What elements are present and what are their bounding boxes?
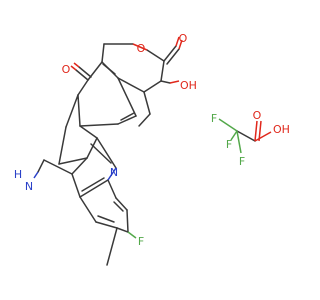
ring-oxygen-label: O [137, 42, 146, 55]
lactam-carbonyl-oxygen-label: O [62, 63, 71, 76]
lactone-carbonyl-oxygen-label: O [179, 32, 188, 45]
trifluoroacetic-acid: O OH F F F [211, 109, 290, 168]
structure-canvas: O O O OH N H N F O OH F F F [14, 32, 290, 266]
tfa-fluorine-left-label: F [226, 138, 232, 151]
main-molecule-bonds [37, 43, 180, 266]
hetero-bonds [33, 36, 183, 239]
tfa-fluorine-bottom-label: F [239, 155, 245, 168]
tfa-hydroxyl-label: OH [273, 123, 290, 136]
ring-fluorine-label: F [138, 235, 144, 248]
amine-nitrogen-label: N [25, 180, 33, 193]
quinoline-nitrogen-label: N [110, 166, 118, 179]
molecule-drawing: O O O OH N H N F O OH F F F [14, 32, 290, 266]
main-molecule-atoms: O O O OH N H N F [14, 32, 197, 248]
tfa-fluorine-top-label: F [211, 112, 217, 125]
hydroxyl-label: OH [180, 79, 197, 92]
amine-hydrogen-label: H [14, 168, 22, 181]
tfa-carbonyl-oxygen-label: O [253, 109, 262, 122]
